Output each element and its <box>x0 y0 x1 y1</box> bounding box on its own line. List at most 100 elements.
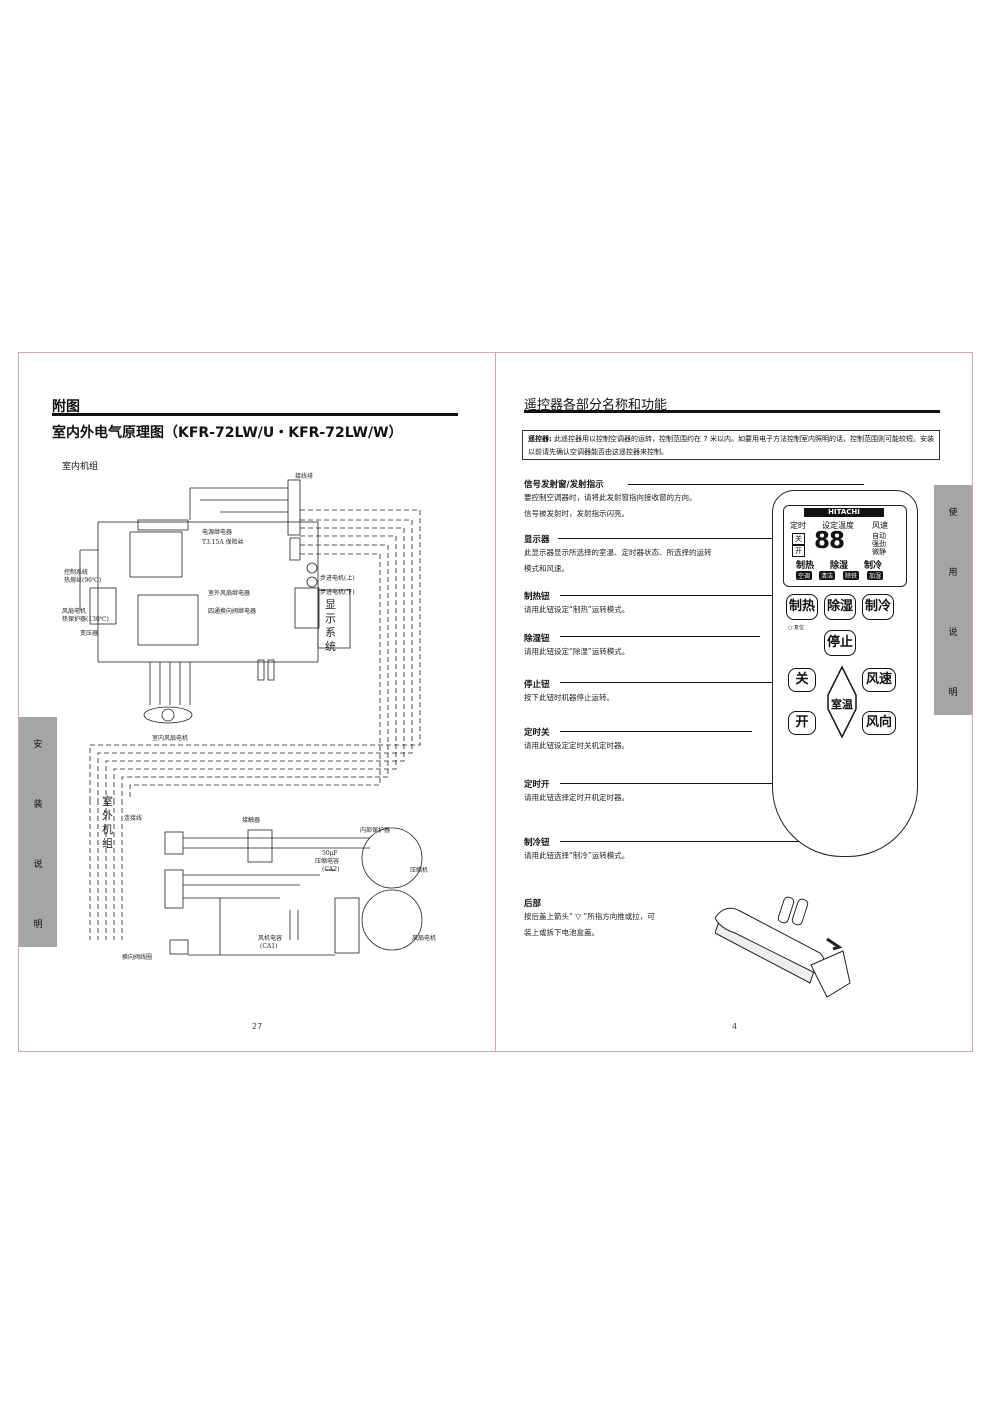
label-stepper-up: 步进电机(上) <box>320 574 355 582</box>
swing-button[interactable]: 风向 <box>862 711 896 735</box>
page-fold <box>495 352 496 1052</box>
fan-speed-button[interactable]: 风速 <box>862 668 896 692</box>
lcd-digits: 88 <box>814 528 845 554</box>
svg-text:组: 组 <box>102 836 113 850</box>
outdoor-fan-motor-symbol <box>361 889 423 951</box>
leader-timer-off <box>560 731 752 732</box>
reversing-coil <box>169 939 189 955</box>
lcd-off: 关 <box>792 533 805 545</box>
compressor-symbol <box>361 827 423 889</box>
remote-brand: HITACHI <box>804 508 884 517</box>
dry-button[interactable]: 除湿 <box>824 594 856 620</box>
label-fuse: T3.15A 保险丝 <box>202 538 244 546</box>
stop-button[interactable]: 停止 <box>824 630 856 656</box>
note-box: 遥控器: 此遥控器用以控制空调器的运转，控制范围约在 7 米以内。如要用电子方法… <box>522 430 940 460</box>
note-label: 遥控器: <box>528 435 552 443</box>
reset-label[interactable]: ○ 复位 <box>788 625 804 631</box>
label-reversing-coil: 换向阀线圈 <box>122 953 152 961</box>
temp-rocker[interactable] <box>826 665 858 739</box>
leader-cool <box>560 841 878 842</box>
outdoor-terminal-ab <box>164 831 184 855</box>
svg-text:热保护器(130℃): 热保护器(130℃) <box>62 615 109 623</box>
lcd-mode-cool: 制冷 <box>864 561 883 571</box>
svg-text:统: 统 <box>325 640 336 653</box>
section-timer-on: 定时开 请用此钮选择定时开机定时器。 <box>524 780 629 802</box>
right-header: 遥控器各部分名称和功能 <box>524 398 668 413</box>
temp-label: 室温 <box>831 698 853 711</box>
lcd-fan-auto: 自动 <box>872 532 886 540</box>
wiring-diagram: 接线排 电源继电器 T3.15A 保险丝 控制系统 热熔丝(96℃) 风扇电机 … <box>62 472 436 961</box>
label-contactor: 接触器 <box>242 816 260 824</box>
section-dry: 除湿钮 请用此钮设定“除湿”运转模式。 <box>524 634 630 656</box>
leader-timer-on <box>560 783 800 784</box>
lcd-sub-3: 除铁 <box>843 571 860 580</box>
svg-text:示: 示 <box>325 612 336 625</box>
left-side-tab: 安 装 说 明 <box>19 717 57 947</box>
section-stop: 停止钮 按下此钮时机器停止运转。 <box>524 680 614 702</box>
label-transformer: 变压器 <box>80 629 98 637</box>
label-connector: 连接线 <box>124 814 142 822</box>
timer-on-button[interactable]: 开 <box>788 711 816 735</box>
section-display: 显示器 此显示器显示所选择的室温、定时器状态、所选择的运转 模式和风速。 <box>524 535 712 573</box>
lcd-fan-quiet: 微静 <box>872 548 886 556</box>
outdoor-terminal-123 <box>164 869 184 909</box>
display-connector <box>294 587 320 629</box>
label-stepper-down: 步进电机(下) <box>320 588 355 596</box>
left-header-rule <box>52 413 458 416</box>
right-side-tab: 使 用 说 明 <box>934 485 972 715</box>
left-header: 附图 <box>52 399 80 415</box>
lcd-fan-strong: 强劲 <box>872 540 886 548</box>
lcd-mode-heat: 制热 <box>796 561 815 571</box>
leader-display <box>558 538 784 539</box>
note-text: 此遥控器用以控制空调器的运转，控制范围约在 7 米以内。如要用电子方法控制室内照… <box>528 435 934 456</box>
label-ctrl-thermal: 控制系统 <box>64 568 88 576</box>
heat-button[interactable]: 制热 <box>786 594 818 620</box>
label-fan-cap: 风机电容 <box>258 934 282 942</box>
leader-emitter <box>628 484 864 485</box>
lcd-timer-label: 定时 <box>790 521 806 530</box>
svg-text:(CA2): (CA2) <box>322 866 339 873</box>
svg-text:热熔丝(96℃): 热熔丝(96℃) <box>64 576 101 584</box>
terminal-block <box>287 479 301 536</box>
leader-dry <box>560 636 760 637</box>
section-emitter: 信号发射窗/发射指示 要控制空调器时，请将此发射窗指向接收窗的方向。 信号被发射… <box>524 480 697 518</box>
lcd-sub-2: 清洁 <box>819 571 836 580</box>
section-cool: 制冷钮 请用此钮选择“制冷”运转模式。 <box>524 838 630 860</box>
cn7-connector <box>137 519 189 531</box>
lcd-on: 开 <box>792 545 805 557</box>
lcd-fan-label: 风速 <box>872 521 888 530</box>
lcd-settemp-label: 设定温度 <box>822 521 854 530</box>
label-comp-cap: 50μF <box>322 850 338 857</box>
svg-text:外: 外 <box>102 809 113 822</box>
label-outdoor-fan: 风扇电机 <box>412 934 436 942</box>
svg-text:(CA1): (CA1) <box>260 943 277 950</box>
section-heat: 制热钮 请用此钮设定“制热”运转模式。 <box>524 592 630 614</box>
section-back: 后部 按后盖上箭头“ ▽ ”所指方向推或拉，可 装上或拆下电池盒盖。 <box>524 899 655 937</box>
lcd-sub-4: 加湿 <box>867 571 884 580</box>
cool-button[interactable]: 制冷 <box>862 594 894 620</box>
left-title: 室内外电气原理图（KFR-72LW/U・KFR-72LW/W） <box>52 425 403 441</box>
label-comp-prot: 内部保护器 <box>360 826 390 834</box>
label-outdoor-fan-relay: 室外风扇继电器 <box>208 589 250 597</box>
label-compressor: 压缩机 <box>410 866 428 874</box>
label-display-1: 显 <box>325 598 336 611</box>
battery-illustration <box>715 896 851 998</box>
relay-bank <box>137 594 199 646</box>
remote-lcd <box>783 505 907 587</box>
right-page-number: 4 <box>732 1022 738 1031</box>
label-reverse-relay: 四通换向阀继电器 <box>208 607 256 615</box>
lcd-mode-dry: 除湿 <box>830 561 849 571</box>
label-relay: 电源继电器 <box>202 528 232 536</box>
section-timer-off: 定时关 请用此钮设定定时关机定时器。 <box>524 728 629 750</box>
contactor-box <box>247 829 273 863</box>
right-header-rule <box>524 410 940 413</box>
indoor-unit-label: 室内机组 <box>62 462 99 472</box>
left-page-number: 27 <box>252 1022 263 1031</box>
display-box <box>317 589 351 649</box>
timer-off-button[interactable]: 关 <box>788 668 816 692</box>
label-fan-prot: 风扇电机 <box>62 607 86 615</box>
svg-text:压缩电容: 压缩电容 <box>315 857 339 865</box>
transformer-box <box>89 587 117 625</box>
svg-text:系: 系 <box>325 626 336 639</box>
svg-text:机: 机 <box>102 822 113 836</box>
